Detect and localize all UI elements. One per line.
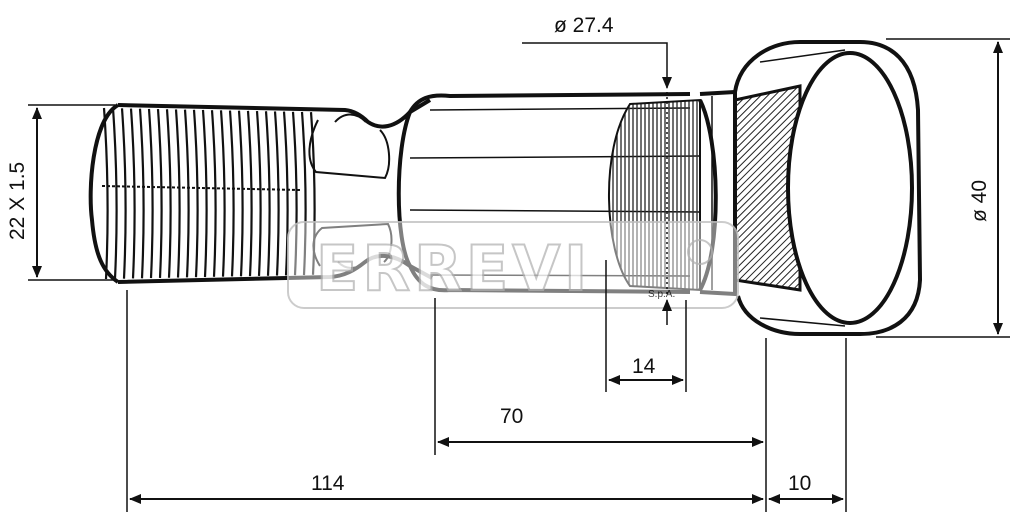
thread-crest: [246, 110, 253, 277]
thread-label: 22 X 1.5: [6, 162, 29, 240]
thread-crest: [201, 109, 208, 278]
thread-crest: [210, 110, 217, 277]
thread-crest: [111, 108, 118, 279]
thread-crest: [192, 109, 199, 278]
head-diameter-label: ø 40: [968, 180, 991, 222]
knurled-collar: [607, 98, 718, 292]
knurl-length-label: 14: [632, 355, 656, 378]
thread-crest: [174, 109, 181, 278]
thread-crest: [138, 108, 145, 279]
bolt-head: [733, 40, 923, 336]
thread-crest: [120, 108, 127, 279]
thread-crest: [291, 111, 298, 276]
neck-section: [308, 113, 393, 269]
thread-crest: [147, 108, 154, 279]
thread-crest: [264, 111, 271, 276]
shank-length-dimension: 70: [434, 298, 767, 512]
thread-crest: [300, 111, 307, 276]
knurl-length-dimension: 14: [605, 260, 687, 392]
thread-dimension: 22 X 1.5: [6, 104, 115, 281]
thread-crest: [228, 110, 235, 277]
thread-crest: [102, 107, 109, 280]
thread-crest: [183, 109, 190, 278]
head-diameter-dimension: ø 40: [876, 38, 1010, 338]
bolt: [88, 40, 923, 336]
head-length-dimension: 10: [768, 338, 847, 512]
thread-crest: [156, 109, 163, 278]
threaded-section: [88, 98, 433, 284]
thread-crest: [219, 110, 226, 277]
total-length-label: 114: [311, 472, 345, 495]
thread-crest: [255, 110, 262, 276]
thread-crest: [237, 110, 244, 277]
thread-crest: [309, 112, 316, 275]
knurl-diameter-dimension: ø 27.4: [522, 14, 672, 325]
thread-crest: [273, 111, 280, 276]
watermark-small-text: S.p.A.: [648, 289, 675, 300]
knurl-diameter-label: ø 27.4: [554, 14, 614, 37]
shank-section: [396, 92, 701, 294]
total-length-dimension: 114: [126, 290, 764, 512]
watermark: ERREVI S.p.A.: [287, 221, 739, 309]
thread-lines: [102, 107, 316, 280]
thread-crest: [129, 108, 136, 279]
watermark-text: ERREVI: [316, 232, 591, 305]
shank-length-label: 70: [500, 405, 523, 428]
head-length-label: 10: [788, 472, 811, 495]
thread-crest: [165, 109, 172, 278]
thread-crest: [282, 111, 289, 276]
